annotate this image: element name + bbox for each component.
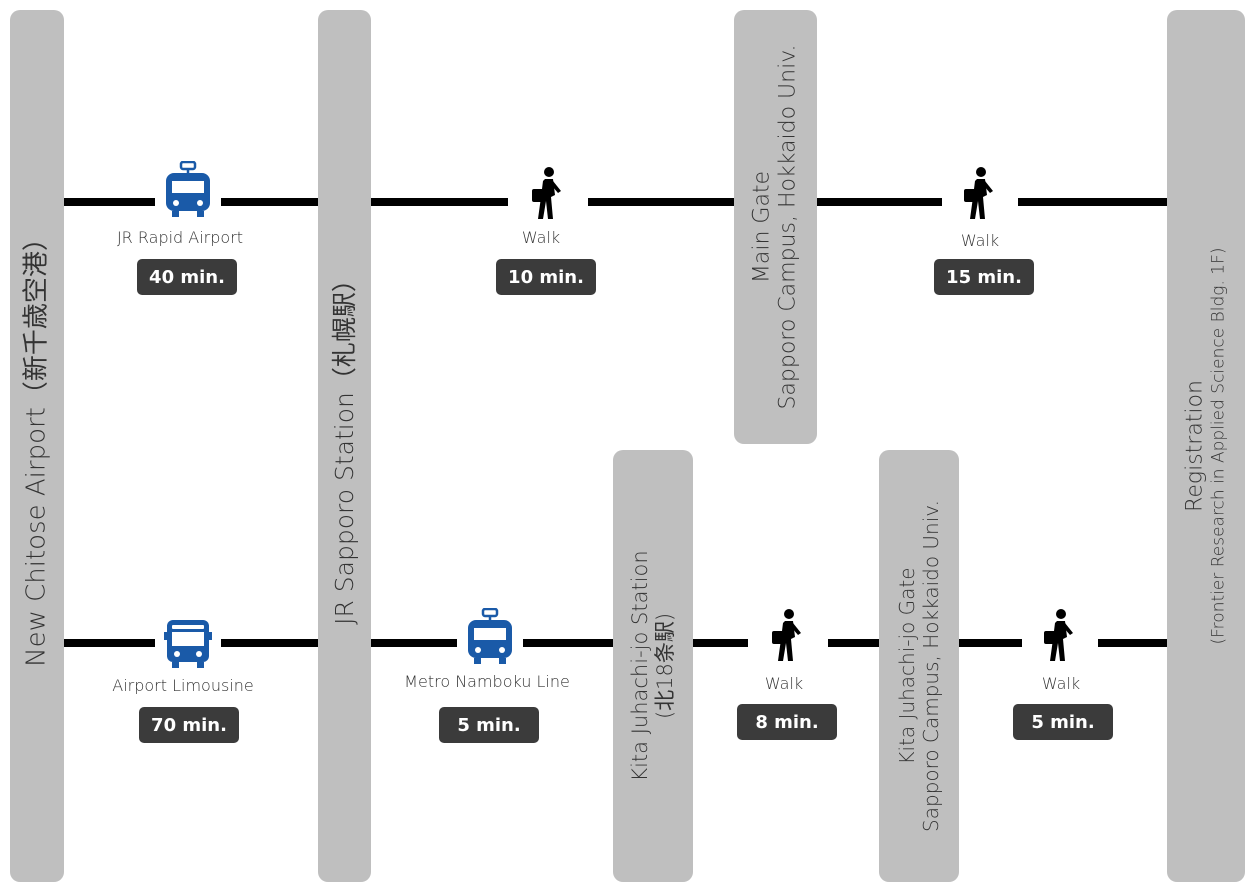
time-badge: 5 min. [1013, 704, 1113, 740]
station-label-line-1: Registration [1182, 380, 1208, 512]
station-registration: Registration (Frontier Research in Appli… [1167, 10, 1245, 882]
station-label: Main Gate Sapporo Campus, Hokkaido Univ. [749, 44, 802, 409]
time-badge: 10 min. [496, 259, 596, 295]
station-label-line-1: Main Gate [749, 170, 775, 284]
station-label-line-2: Sapporo Campus, Hokkaido Univ. [919, 500, 943, 832]
time-badge: 5 min. [439, 707, 539, 743]
time-badge: 15 min. [934, 259, 1034, 295]
station-label-line-2: Sapporo Campus, Hokkaido Univ. [775, 44, 801, 410]
station-kita18-gate: Kita Juhachi-jo Gate Sapporo Campus, Hok… [879, 450, 959, 882]
station-new-chitose-airport: New Chitose Airport（新千歳空港） [10, 10, 64, 882]
station-label: New Chitose Airport（新千歳空港） [21, 225, 52, 667]
station-kita18-station: Kita Juhachi-jo Station (北18条駅) [613, 450, 693, 882]
bus-icon [155, 616, 221, 672]
station-label-line-1: Kita Juhachi-jo Station [627, 550, 652, 782]
walk-icon [1022, 606, 1098, 666]
station-label-line-1: Kita Juhachi-jo Gate [895, 567, 919, 765]
walk-icon [748, 606, 828, 666]
mode-label: Walk [521, 228, 561, 247]
time-badge: 8 min. [737, 704, 837, 740]
station-label: JR Sapporo Station（札幌駅） [329, 267, 359, 625]
time-badge: 40 min. [137, 259, 237, 295]
station-jr-sapporo: JR Sapporo Station（札幌駅） [318, 10, 371, 882]
walk-icon [508, 164, 588, 224]
mode-label: Airport Limousine [112, 676, 254, 695]
mode-label: JR Rapid Airport [116, 228, 244, 247]
mode-label: Walk [960, 231, 1000, 250]
station-label-line-2: (北18条駅) [653, 612, 677, 720]
train-icon [457, 606, 523, 668]
station-main-gate: Main Gate Sapporo Campus, Hokkaido Univ. [734, 10, 817, 444]
station-label-line-2: (Frontier Research in Applied Science Bl… [1209, 247, 1229, 645]
station-label: Kita Juhachi-jo Station (北18条駅) [628, 550, 678, 781]
station-label: Kita Juhachi-jo Gate Sapporo Campus, Hok… [895, 500, 943, 832]
mode-label: Walk [764, 674, 804, 693]
walk-icon [942, 164, 1018, 224]
station-label: Registration (Frontier Research in Appli… [1183, 248, 1230, 645]
time-badge: 70 min. [139, 707, 239, 743]
train-icon [155, 160, 221, 220]
mode-label: Walk [1041, 674, 1081, 693]
mode-label: Metro Namboku Line [404, 672, 570, 691]
